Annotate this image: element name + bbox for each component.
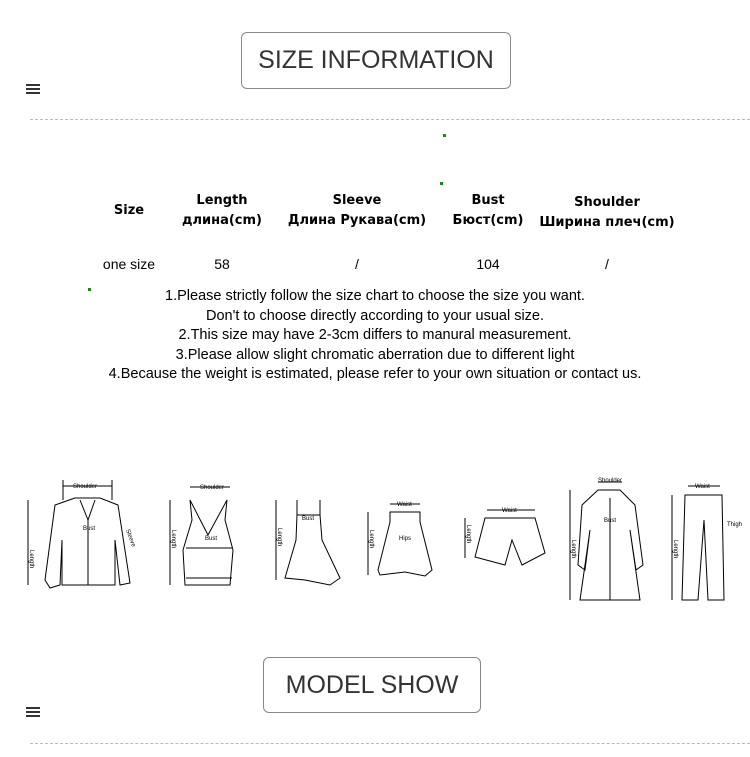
svg-text:Bust: Bust [302,516,314,522]
green-dot [443,134,446,137]
size-notes: 1.Please strictly follow the size chart … [0,287,750,385]
svg-text:Shoulder: Shoulder [200,485,224,491]
note: 2.This size may have 2-3cm differs to ma… [178,327,572,343]
model-show-heading: MODEL SHOW [263,657,481,713]
heading-text: SIZE INFORMATION [258,46,494,74]
green-dot [88,288,91,291]
cell-shoulder: / [605,256,609,272]
cell-size: one size [102,256,156,272]
coat-diagram: Shoulder Bust Length [569,478,644,601]
note: 3.Please allow slight chromatic aberrati… [175,346,575,363]
svg-text:Length: Length [368,530,374,548]
cell-length: 58 [214,256,230,272]
svg-text:Length: Length [170,530,176,548]
skirt-diagram: Waist Hips Length [367,502,433,577]
header-size: Size [113,203,145,218]
menu-icon[interactable] [26,84,40,94]
svg-text:Shoulder: Shoulder [73,484,97,490]
note: 4.Because the weight is estimated, pleas… [108,366,642,382]
svg-text:Sleeve: Sleeve [124,529,136,549]
pants-diagram: Waist Thigh Length [671,484,742,601]
note: Don't to choose directly according to yo… [205,307,545,324]
menu-icon[interactable] [26,707,40,717]
blouse-diagram: Shoulder Length Bust Sleeve [27,480,136,589]
svg-text:Bust: Bust [604,518,616,524]
svg-text:Waist: Waist [502,508,517,514]
svg-text:Bust: Bust [83,526,95,532]
svg-text:Shoulder: Shoulder [598,478,622,484]
svg-text:Hips: Hips [399,536,411,542]
tank-top-diagram: Shoulder Length Bust [169,485,234,586]
divider [30,119,750,120]
dress-diagram: Bust Length [275,500,341,586]
heading-text: MODEL SHOW [285,670,459,699]
svg-text:Length: Length [570,540,576,558]
shorts-diagram: Waist Length [464,508,546,566]
svg-text:Length: Length [672,540,678,558]
svg-text:Length: Length [465,525,471,543]
note: 1.Please strictly follow the size chart … [165,288,585,304]
cell-sleeve: / [355,256,359,272]
green-dot [440,182,443,185]
garment-measurement-diagrams: Shoulder Length Bust Sleeve Shoulder Len… [27,478,742,601]
divider [30,743,750,744]
svg-text:Bust: Bust [205,536,217,542]
svg-text:Length: Length [28,550,34,568]
size-information-heading: SIZE INFORMATION [241,32,511,89]
svg-text:Waist: Waist [397,502,412,508]
cell-bust: 104 [476,256,500,272]
svg-text:Waist: Waist [695,484,710,490]
svg-text:Length: Length [276,528,282,546]
svg-text:Thigh: Thigh [727,522,742,528]
